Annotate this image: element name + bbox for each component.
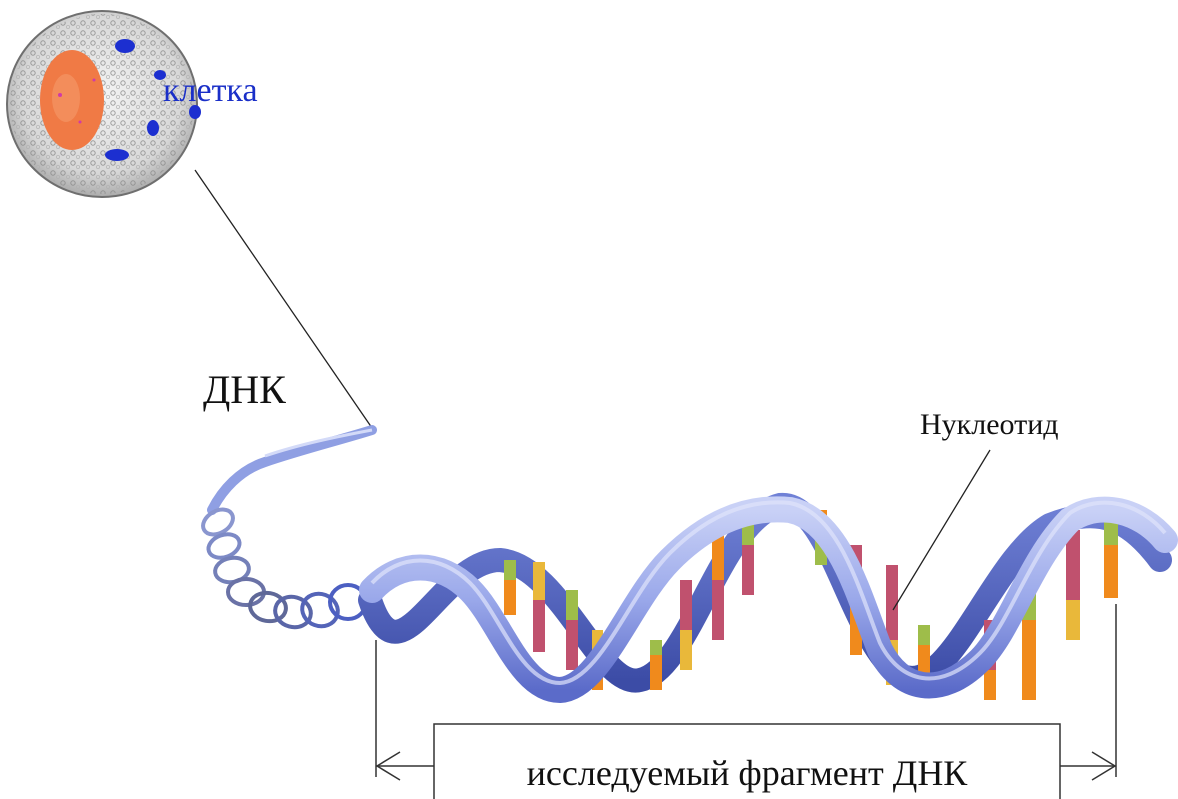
nucleotide-leader-line	[893, 450, 990, 610]
nucleotide-label: Нуклеотид	[920, 408, 1059, 441]
dna-double-helix-illustration	[199, 430, 1165, 700]
dna-label: ДНК	[203, 367, 286, 412]
fragment-label: исследуемый фрагмент ДНК	[527, 753, 969, 793]
cell-label: клетка	[163, 72, 258, 109]
